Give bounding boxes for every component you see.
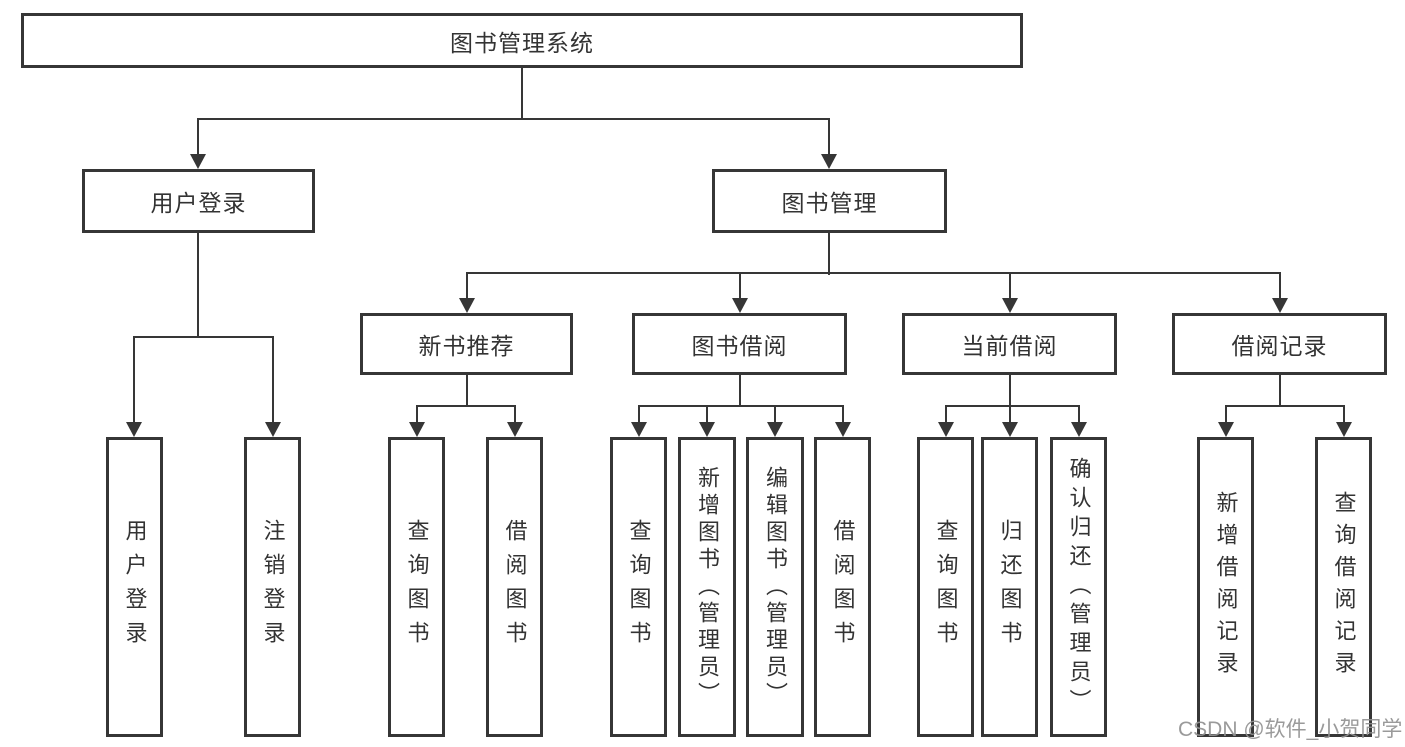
- node-library-system-label: 图书管理系统: [450, 29, 594, 56]
- leaf-borrow-books-1: 借阅图书: [486, 437, 543, 737]
- leaf-query-books-1-label: 查询图书: [404, 519, 430, 655]
- connector-current-hline: [945, 405, 1080, 407]
- arrow-to-book-borrowing: [739, 272, 741, 298]
- arrow-to-leaf-logout: [272, 336, 274, 422]
- connector-book-mgmt-hline: [466, 272, 1281, 274]
- arrow-to-current-borrowing: [1009, 272, 1011, 298]
- node-current-borrowing-label: 当前借阅: [961, 333, 1058, 359]
- arrow-to-leaf-borrow-books-2: [842, 405, 844, 422]
- node-user-login: 用户登录: [82, 169, 315, 233]
- leaf-borrow-books-2: 借阅图书: [814, 437, 871, 737]
- arrow-to-leaf-borrow-books-1: [514, 405, 516, 422]
- leaf-add-borrow-record-label: 新增借阅记录: [1213, 491, 1239, 683]
- leaf-edit-book-admin-label: 编辑图书（管理员）: [763, 465, 788, 709]
- node-borrowing-records: 借阅记录: [1172, 313, 1387, 375]
- node-book-management-label: 图书管理: [781, 190, 878, 216]
- leaf-query-books-3-label: 查询图书: [933, 519, 959, 655]
- leaf-confirm-return-admin-label: 确认归还（管理员）: [1066, 456, 1092, 718]
- connector-current-vline: [1009, 373, 1011, 407]
- connector-borrowing-vline: [739, 373, 741, 407]
- arrow-to-borrowing-records: [1279, 272, 1281, 298]
- node-new-book-recommend: 新书推荐: [360, 313, 573, 375]
- arrow-to-user-login: [197, 118, 199, 154]
- csdn-watermark: CSDN @软件_小贺同学: [1178, 718, 1403, 741]
- arrow-to-leaf-confirm-return: [1078, 405, 1080, 422]
- arrow-to-new-book-recommend: [466, 272, 468, 298]
- node-current-borrowing: 当前借阅: [902, 313, 1117, 375]
- connector-recommend-vline: [466, 373, 468, 407]
- leaf-confirm-return-admin: 确认归还（管理员）: [1050, 437, 1107, 737]
- arrow-to-leaf-edit-book: [774, 405, 776, 422]
- connector-records-vline: [1279, 373, 1281, 407]
- node-library-system: 图书管理系统: [21, 13, 1023, 68]
- node-user-login-label: 用户登录: [150, 190, 247, 216]
- node-new-book-recommend-label: 新书推荐: [418, 333, 515, 359]
- arrow-to-leaf-user-login: [133, 336, 135, 422]
- arrow-to-leaf-add-record: [1225, 405, 1227, 422]
- arrow-to-leaf-query-books-3: [945, 405, 947, 422]
- leaf-return-book-label: 归还图书: [997, 519, 1023, 655]
- leaf-query-borrow-record: 查询借阅记录: [1315, 437, 1372, 737]
- leaf-edit-book-admin: 编辑图书（管理员）: [746, 437, 804, 737]
- leaf-query-books-1: 查询图书: [388, 437, 445, 737]
- connector-recommend-hline: [416, 405, 516, 407]
- leaf-logout-label: 注销登录: [260, 519, 286, 655]
- leaf-logout: 注销登录: [244, 437, 301, 737]
- arrow-to-leaf-add-book: [706, 405, 708, 422]
- node-borrowing-records-label: 借阅记录: [1231, 333, 1328, 359]
- connector-book-mgmt-vline: [828, 231, 830, 275]
- node-book-management: 图书管理: [712, 169, 947, 233]
- leaf-query-books-2-label: 查询图书: [626, 519, 652, 655]
- leaf-borrow-books-2-label: 借阅图书: [830, 519, 856, 655]
- arrow-to-leaf-query-books-1: [416, 405, 418, 422]
- leaf-user-login: 用户登录: [106, 437, 163, 737]
- leaf-query-books-2: 查询图书: [610, 437, 667, 737]
- leaf-query-books-3: 查询图书: [917, 437, 974, 737]
- leaf-add-book-admin: 新增图书（管理员）: [678, 437, 736, 737]
- connector-user-login-hline: [133, 336, 274, 338]
- leaf-query-borrow-record-label: 查询借阅记录: [1331, 491, 1357, 683]
- leaf-add-borrow-record: 新增借阅记录: [1197, 437, 1254, 737]
- connector-root-vline: [521, 68, 523, 120]
- connector-records-hline: [1225, 405, 1345, 407]
- node-book-borrowing: 图书借阅: [632, 313, 847, 375]
- connector-user-login-vline: [197, 231, 199, 338]
- leaf-user-login-label: 用户登录: [122, 519, 148, 655]
- connector-borrowing-hline: [638, 405, 844, 407]
- arrow-to-leaf-return-book: [1009, 405, 1011, 422]
- arrow-to-leaf-query-books-2: [638, 405, 640, 422]
- leaf-add-book-admin-label: 新增图书（管理员）: [695, 465, 720, 709]
- arrow-to-leaf-query-record: [1343, 405, 1345, 422]
- arrow-to-book-management: [828, 118, 830, 154]
- node-book-borrowing-label: 图书借阅: [691, 333, 788, 359]
- leaf-borrow-books-1-label: 借阅图书: [502, 519, 528, 655]
- leaf-return-book: 归还图书: [981, 437, 1038, 737]
- connector-root-hline: [197, 118, 830, 120]
